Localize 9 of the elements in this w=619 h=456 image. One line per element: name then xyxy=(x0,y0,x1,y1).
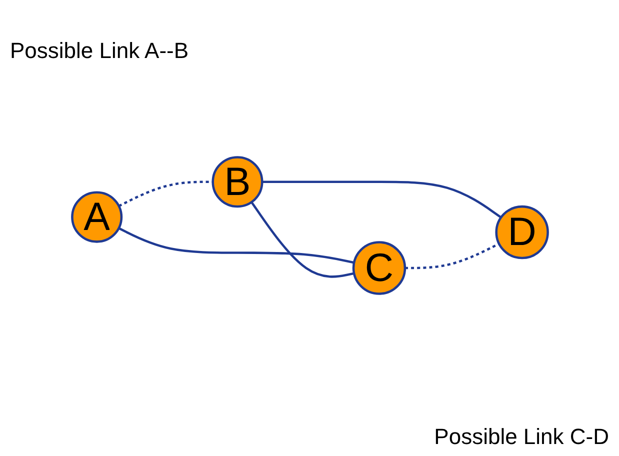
node-circle: D xyxy=(495,205,549,260)
note-text: Possible Link A--B xyxy=(10,38,189,64)
node-circle: C xyxy=(352,241,406,295)
connector xyxy=(118,227,354,264)
node-circle: B xyxy=(212,156,264,208)
note-text: Possible Link C-D xyxy=(434,424,609,450)
node-circle: A xyxy=(71,191,123,243)
connector xyxy=(250,202,354,278)
connector xyxy=(262,180,502,218)
